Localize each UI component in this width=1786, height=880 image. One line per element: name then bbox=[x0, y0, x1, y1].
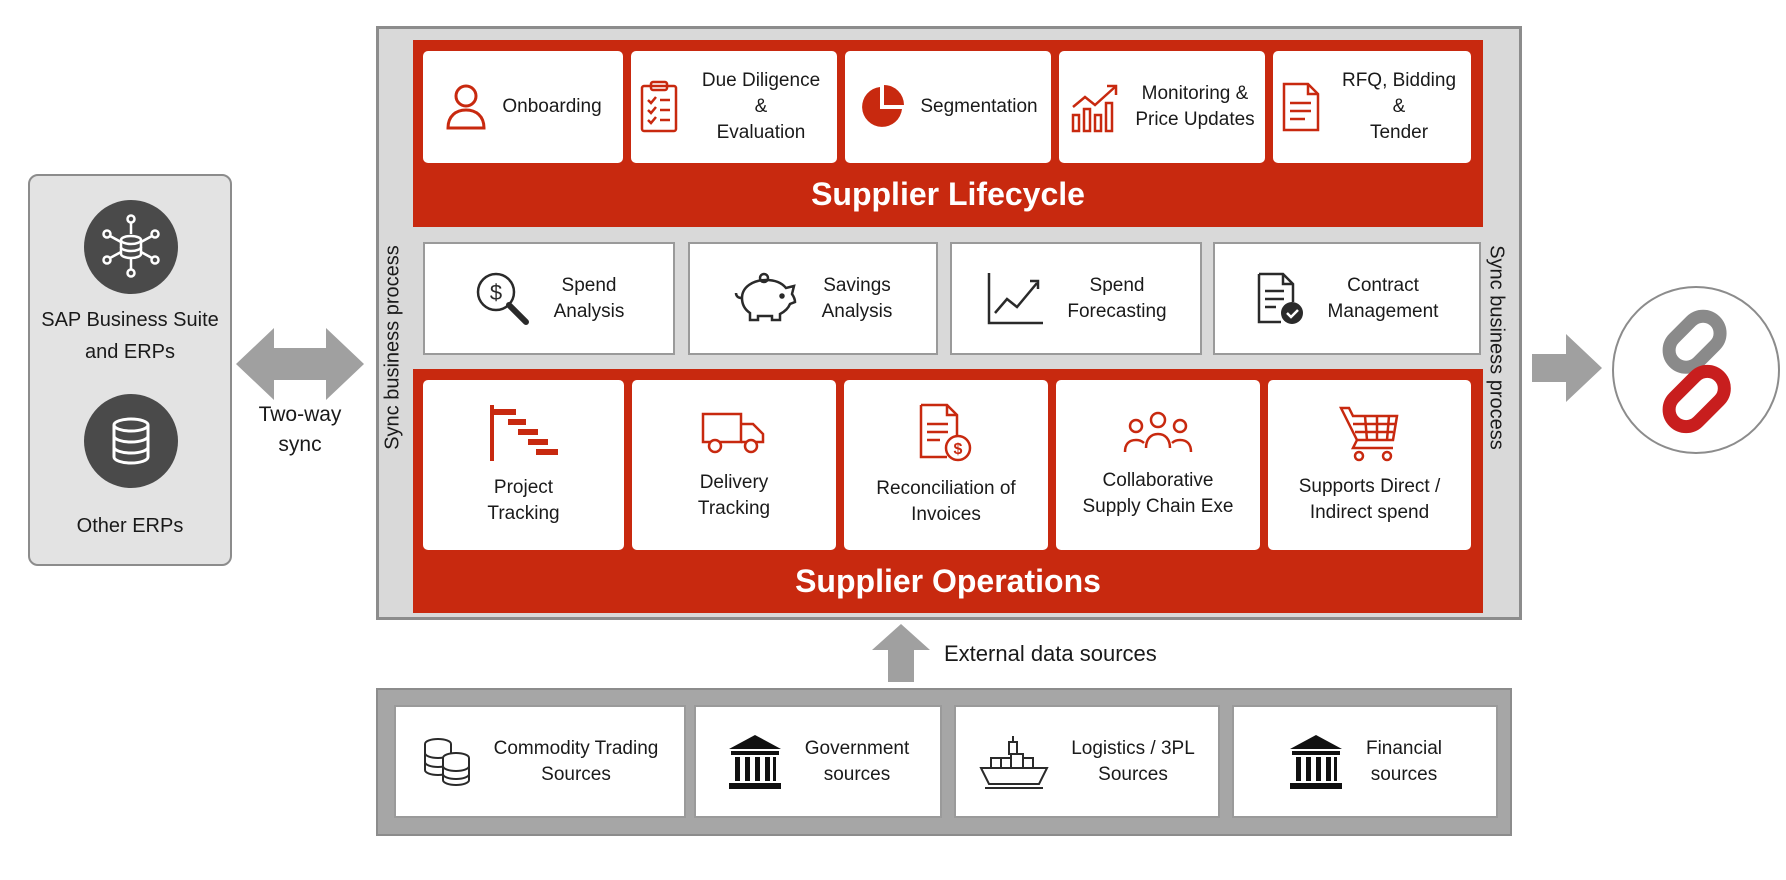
sap-label-line1: SAP Business Suite bbox=[41, 309, 219, 331]
card-monitoring[interactable]: Monitoring &Price Updates bbox=[1059, 51, 1265, 163]
two-way-sync-label: Two-way sync bbox=[236, 400, 364, 460]
sync-line2: sync bbox=[278, 433, 322, 456]
card-label: Due Diligence &Evaluation bbox=[701, 70, 821, 143]
shopping-cart-icon bbox=[1338, 404, 1401, 462]
pie-chart-icon bbox=[858, 83, 906, 131]
invoice-dollar-icon: $ bbox=[918, 402, 974, 464]
gantt-icon bbox=[488, 403, 560, 463]
document-icon bbox=[1281, 81, 1321, 133]
platform-frame: Sync business process Sync business proc… bbox=[376, 26, 1522, 620]
card-direct-indirect-spend[interactable]: Supports Direct /Indirect spend bbox=[1268, 380, 1471, 550]
up-arrow-icon bbox=[872, 624, 930, 682]
two-way-arrow-icon bbox=[236, 328, 364, 400]
chain-link-icon bbox=[1612, 286, 1780, 454]
card-label: Segmentation bbox=[920, 96, 1038, 117]
clipboard-checklist-icon bbox=[639, 80, 679, 134]
card-segmentation[interactable]: Segmentation bbox=[845, 51, 1051, 163]
erp-panel: SAP Business Suite and ERPs Other ERPs bbox=[28, 174, 232, 566]
hub-database-icon bbox=[84, 200, 178, 294]
cargo-ship-icon bbox=[979, 734, 1049, 790]
sync-process-right-label: Sync business process bbox=[1485, 245, 1508, 450]
supplier-lifecycle-band: Onboarding Due Diligence &Evaluation Seg… bbox=[413, 40, 1483, 227]
other-erps-label: Other ERPs bbox=[76, 515, 184, 537]
card-rfq[interactable]: RFQ, Bidding &Tender bbox=[1273, 51, 1471, 163]
card-label: RFQ, Bidding &Tender bbox=[1341, 70, 1457, 143]
right-arrow-icon bbox=[1532, 334, 1602, 402]
bank-building-icon bbox=[1288, 733, 1344, 791]
piggy-bank-icon bbox=[734, 272, 800, 326]
contract-check-icon bbox=[1256, 271, 1306, 327]
coin-stacks-icon bbox=[422, 736, 472, 788]
svg-text:$: $ bbox=[954, 441, 963, 458]
card-label: Onboarding bbox=[502, 96, 602, 117]
truck-icon bbox=[701, 408, 767, 458]
line-chart-icon bbox=[985, 271, 1045, 327]
svg-text:$: $ bbox=[490, 280, 502, 305]
card-onboarding[interactable]: Onboarding bbox=[423, 51, 623, 163]
sync-line1: Two-way bbox=[258, 403, 342, 426]
sync-process-left-label: Sync business process bbox=[381, 245, 404, 450]
supplier-operations-title: Supplier Operations bbox=[795, 563, 1101, 599]
dollar-magnifier-icon: $ bbox=[474, 270, 532, 328]
trend-bar-chart-icon bbox=[1069, 81, 1121, 133]
sap-label-line2: and ERPs bbox=[84, 341, 176, 363]
card-label: Supports Direct /Indirect spend bbox=[1298, 476, 1441, 523]
database-icon bbox=[84, 394, 178, 488]
external-data-sources-label: External data sources bbox=[944, 641, 1157, 666]
bank-building-icon bbox=[727, 733, 783, 791]
supplier-lifecycle-title: Supplier Lifecycle bbox=[811, 176, 1085, 212]
person-icon bbox=[444, 82, 488, 132]
people-group-icon bbox=[1122, 410, 1194, 456]
card-due-diligence[interactable]: Due Diligence &Evaluation bbox=[631, 51, 837, 163]
card-label: Monitoring &Price Updates bbox=[1135, 83, 1255, 130]
